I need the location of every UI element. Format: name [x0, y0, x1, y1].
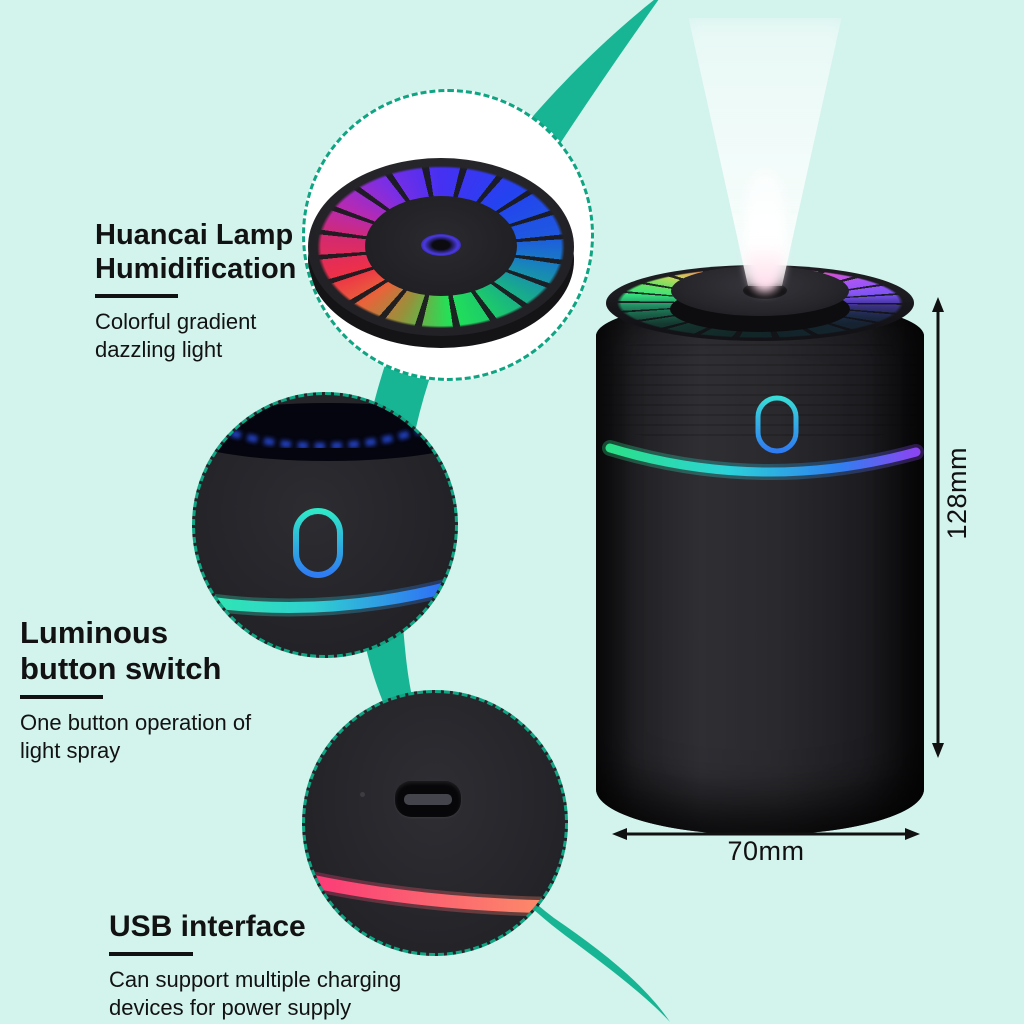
callout-luminous-button: Luminous button switch One button operat… [20, 615, 300, 765]
usb-c-slot [404, 794, 452, 805]
usb-inset [302, 690, 568, 956]
top-view-nozzle [421, 234, 461, 256]
callout-underline [95, 294, 178, 298]
luminous-button [293, 508, 343, 578]
height-dimension-label: 128mm [942, 447, 972, 540]
product-light-decor [602, 395, 924, 480]
huancai-lamp-inset [302, 89, 594, 381]
lid-gap-blue-glow [230, 425, 427, 450]
callout-underline [109, 952, 193, 956]
callout-description: One button operation of light spray [20, 710, 252, 763]
indicator-dot [360, 792, 365, 797]
mist-plume-core [745, 170, 785, 292]
button-inset [192, 392, 458, 658]
inset-gradient-band [195, 581, 455, 613]
callout-huancai-lamp: Huancai Lamp Humidification Colorful gra… [95, 218, 335, 364]
button-inset-decor [195, 425, 455, 617]
height-dimension-arrow [932, 297, 944, 758]
width-dimension-label: 70mm [727, 836, 805, 866]
usb-c-port [395, 781, 461, 817]
usb-gradient-band [305, 874, 565, 914]
callout-description: Can support multiple charging devices fo… [109, 967, 402, 1020]
callout-description: Colorful gradient dazzling light [95, 309, 257, 362]
humidifier-product-photo [556, 0, 996, 900]
usb-inset-decor [305, 871, 565, 917]
product-body [596, 300, 924, 835]
callout-title: Luminous button switch [20, 615, 222, 686]
width-dimension-arrow [612, 828, 920, 840]
power-button-light [755, 395, 799, 454]
callout-title: Huancai Lamp Humidification [95, 219, 297, 285]
callout-usb-interface: USB interface Can support multiple charg… [109, 910, 439, 1022]
callout-underline [20, 695, 103, 699]
gradient-light-band [605, 443, 921, 477]
callout-title: USB interface [109, 910, 306, 943]
